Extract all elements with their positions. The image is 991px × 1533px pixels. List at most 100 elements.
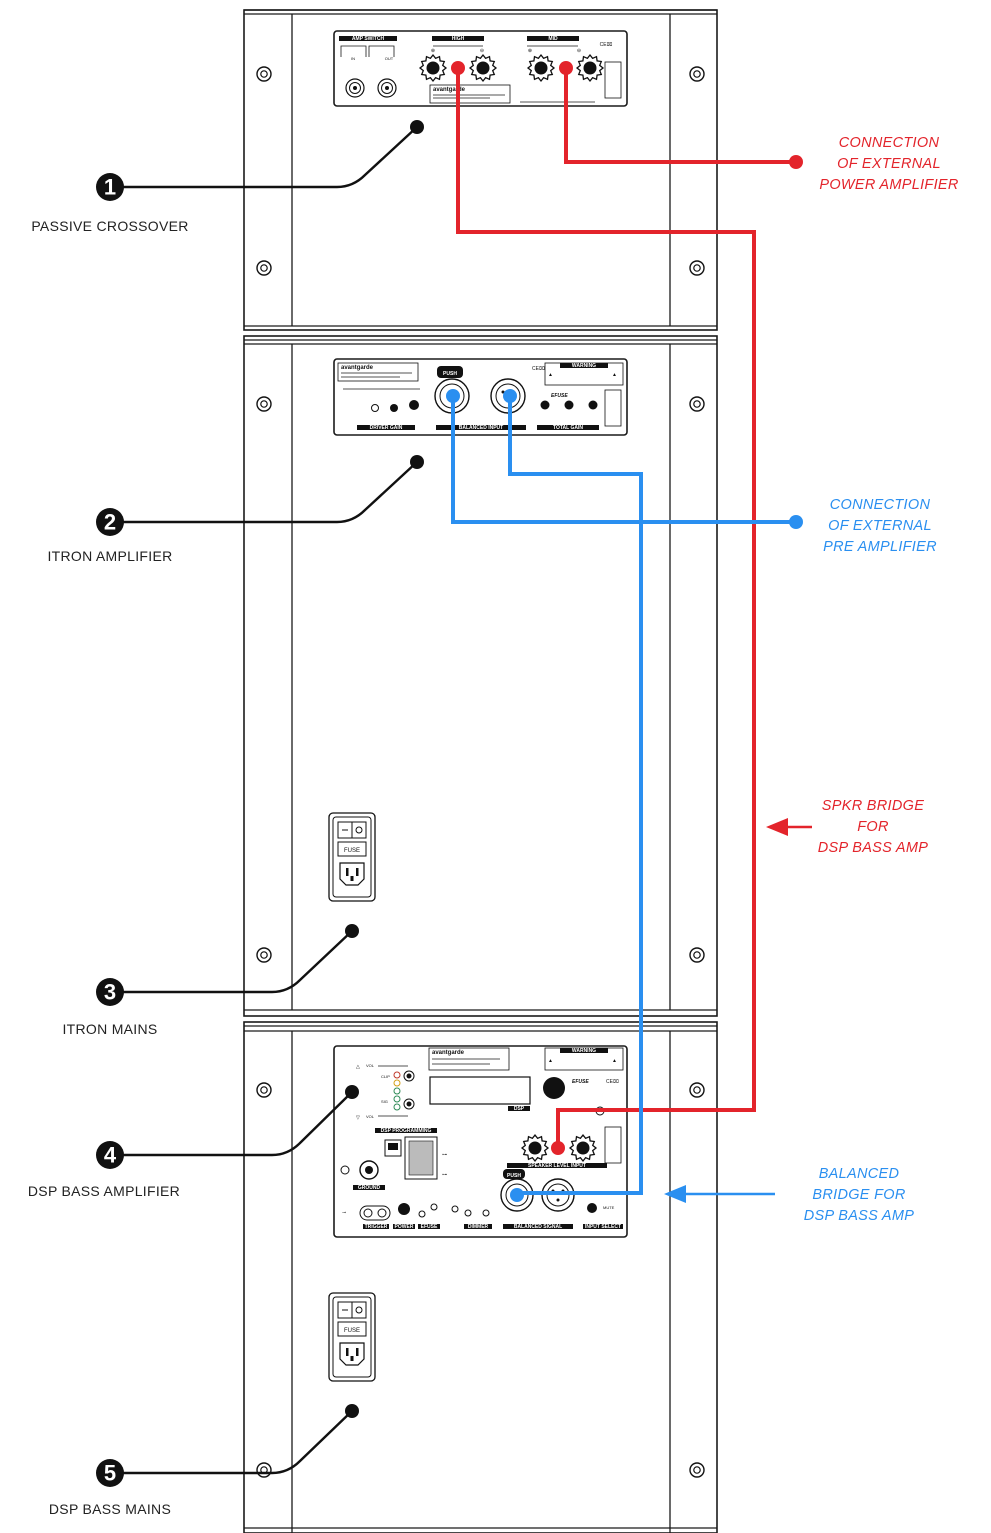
itron-warning-label: WARNING — [572, 363, 596, 369]
spkr-bridge-arrow — [766, 818, 812, 836]
total-gain-knobs[interactable] — [540, 400, 598, 410]
mid-negative-post[interactable] — [575, 53, 605, 83]
input-select-label: INPUT SELECT — [585, 1224, 621, 1230]
component-4-marker — [345, 1085, 359, 1099]
speaker-level-input-dot[interactable] — [551, 1141, 565, 1155]
itron-efuse-label: EFUSE — [551, 393, 568, 399]
label-itron-mains: ITRON MAINS — [62, 1021, 157, 1037]
svg-text:⊖: ⊖ — [480, 48, 484, 54]
speaker-level-negative-post[interactable] — [568, 1133, 598, 1163]
dsp-efuse-label: EFUSE — [572, 1079, 589, 1085]
out-label: OUT — [385, 56, 394, 61]
itron-brand: avantgarde — [341, 365, 374, 371]
svg-text:⊶: ⊶ — [442, 1152, 447, 1158]
mid-label: MID — [548, 36, 558, 42]
dsp-xlr-input-dot[interactable] — [510, 1188, 524, 1202]
dimmer-label: DIMMER — [468, 1224, 489, 1230]
dsp-programming-label: DSP PROGRAMMING — [381, 1128, 432, 1134]
dsp-encoder-knob[interactable] — [543, 1077, 565, 1099]
itron-mains-module[interactable]: FUSE — [328, 812, 376, 902]
dsp-bass-mains-module[interactable]: FUSE — [328, 1292, 376, 1382]
svg-text:▲: ▲ — [612, 372, 617, 378]
component-1-marker — [410, 120, 424, 134]
fuse-label: FUSE — [344, 1328, 360, 1334]
label-dsp-bass-amplifier: DSP BASS AMPLIFIER — [28, 1183, 180, 1199]
amp-switch-in-socket[interactable] — [345, 78, 365, 98]
dsp-push-button[interactable]: PUSH — [503, 1169, 525, 1179]
dsp-warning-label: WARNING — [572, 1048, 596, 1054]
power-amp-note-line1: CONNECTION — [839, 135, 940, 151]
svg-text:⊕: ⊕ — [431, 48, 435, 54]
high-positive-post[interactable] — [418, 53, 448, 83]
component-4-callout: 4 — [96, 1085, 359, 1169]
input-select-switch[interactable] — [587, 1203, 597, 1213]
label-dsp-bass-mains: DSP BASS MAINS — [49, 1501, 171, 1517]
xlr-left-dot[interactable] — [446, 389, 460, 403]
component-5-number-badge — [96, 1459, 124, 1487]
component-3-number-badge — [96, 978, 124, 1006]
balanced-bridge-arrow — [664, 1185, 775, 1203]
vol-up-button[interactable] — [403, 1070, 415, 1082]
dsp-push-label: PUSH — [507, 1173, 521, 1179]
usb-port[interactable] — [384, 1139, 402, 1157]
label-itron-amplifier: ITRON AMPLIFIER — [47, 548, 172, 564]
power-amp-note-line2: OF EXTERNAL — [837, 156, 941, 172]
component-2-marker — [410, 455, 424, 469]
mid-positive-post[interactable] — [526, 53, 556, 83]
red-wiring — [451, 61, 812, 1155]
component-5-number: 5 — [104, 1461, 116, 1486]
screw-hole — [256, 396, 272, 412]
component-3-number: 3 — [104, 980, 116, 1005]
amp-switch-out-socket[interactable] — [377, 78, 397, 98]
blue-wiring — [446, 389, 803, 1203]
high-label: HIGH — [452, 36, 465, 42]
component-1-callout: 1 — [96, 120, 424, 201]
pre-amp-note-line1: CONNECTION — [830, 497, 931, 513]
component-2-callout: 2 — [96, 455, 424, 536]
ground-terminal[interactable] — [359, 1160, 379, 1180]
speaker-level-positive-post[interactable] — [520, 1133, 550, 1163]
driver-gain-knobs[interactable] — [371, 400, 420, 412]
dsp-brand: avantgarde — [432, 1050, 465, 1056]
pre-amp-note-line3: PRE AMPLIFIER — [823, 539, 937, 555]
trigger-sockets[interactable] — [359, 1205, 391, 1221]
ground-label: GROUND — [358, 1185, 381, 1191]
passive-crossover-panel: AMP SWITCH IN OUT HIGH MID ⊕ ⊖ ⊕ ⊖ avant… — [333, 30, 628, 107]
vol-up-label: VOL — [366, 1063, 375, 1068]
middle-cabinet — [243, 335, 718, 1017]
ethernet-port[interactable] — [404, 1136, 438, 1180]
screw-hole — [689, 396, 705, 412]
driver-gain-label: DRIVER GAIN — [370, 425, 403, 431]
trigger-label: TRIGGER — [365, 1224, 388, 1230]
itron-push-button[interactable]: PUSH — [437, 366, 463, 378]
component-1-number: 1 — [104, 175, 116, 200]
balanced-bridge-note-line2: BRIDGE FOR — [812, 1187, 905, 1203]
power-amp-connection-point[interactable] — [789, 155, 803, 169]
svg-text:⊸: ⊸ — [342, 1210, 346, 1216]
component-2-number: 2 — [104, 510, 116, 535]
speaker-level-input-label: SPEAKER LEVEL INPUT — [528, 1163, 586, 1169]
balanced-signal-label: BALANCED SIGNAL — [514, 1224, 562, 1230]
screw-holes — [256, 66, 705, 1478]
power-label: POWER — [395, 1224, 414, 1230]
label-passive-crossover: PASSIVE CROSSOVER — [31, 218, 188, 234]
component-3-callout: 3 — [96, 924, 359, 1006]
screw-hole — [689, 66, 705, 82]
component-2-number-badge — [96, 508, 124, 536]
balanced-input-label: BALANCED INPUT — [459, 425, 503, 431]
svg-text:CE⌧: CE⌧ — [532, 366, 545, 372]
amp-switch-label: AMP SWITCH — [352, 36, 385, 42]
pre-amp-connection-point[interactable] — [789, 515, 803, 529]
svg-text:⊖: ⊖ — [577, 48, 581, 54]
vol-down-button[interactable] — [403, 1098, 415, 1110]
component-4-number-badge — [96, 1141, 124, 1169]
power-knob[interactable] — [398, 1203, 410, 1215]
high-negative-post[interactable] — [468, 53, 498, 83]
mid-positive-terminal-dot[interactable] — [559, 61, 573, 75]
xlr-right-dot[interactable] — [503, 389, 517, 403]
high-positive-terminal-dot[interactable] — [451, 61, 465, 75]
component-1-number-badge — [96, 173, 124, 201]
component-5-callout: 5 — [96, 1404, 359, 1487]
balanced-bridge-note-line1: BALANCED — [819, 1166, 900, 1182]
in-label: IN — [351, 56, 355, 61]
